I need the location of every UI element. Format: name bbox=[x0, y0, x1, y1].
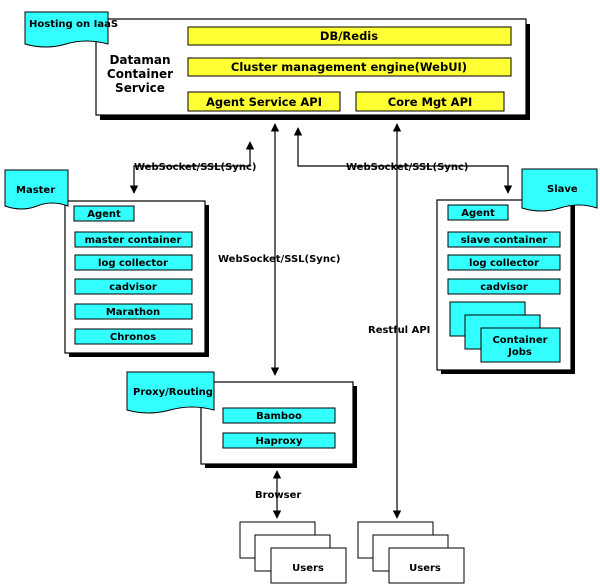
master-tag bbox=[4, 169, 69, 210]
master-item-box bbox=[74, 328, 193, 345]
master-agent-label: Agent bbox=[87, 209, 121, 220]
slave-item-label: log collector bbox=[469, 258, 539, 269]
browser-label: Browser bbox=[255, 490, 301, 501]
slave-group: Slave Agent slave container log collecto… bbox=[436, 168, 598, 374]
master-box bbox=[64, 200, 206, 354]
restful-label: Restful API bbox=[368, 325, 430, 336]
users-left-group: Users bbox=[239, 521, 347, 584]
users-left-stack-front bbox=[270, 547, 347, 584]
proxy-item-box bbox=[222, 432, 336, 449]
master-item-box bbox=[74, 254, 193, 271]
master-group: Master Agent master container log collec… bbox=[4, 169, 209, 357]
users-left-label: Users bbox=[292, 563, 324, 574]
users-right-label: Users bbox=[409, 563, 441, 574]
master-item-label: Chronos bbox=[110, 332, 156, 343]
master-item-label: log collector bbox=[98, 258, 168, 269]
proxy-group: Proxy/Routing Bamboo Haproxy bbox=[126, 371, 357, 468]
iaas-group: Hosting on IaaS Dataman Container Servic… bbox=[24, 11, 530, 120]
agent-api-label: Agent Service API bbox=[206, 95, 322, 109]
service-line-3: Service bbox=[115, 81, 165, 95]
proxy-tag bbox=[126, 371, 215, 414]
slave-item-box bbox=[447, 254, 561, 271]
jobs-label-line2: Jobs bbox=[507, 347, 532, 358]
proxy-item-label: Haproxy bbox=[255, 436, 303, 447]
agent-api-box bbox=[187, 91, 341, 112]
slave-tag bbox=[521, 168, 598, 212]
slave-link-edge bbox=[293, 127, 513, 194]
iaas-tag bbox=[24, 11, 109, 48]
jobs-stack-front bbox=[480, 327, 561, 363]
cluster-engine-label: Cluster management engine(WebUI) bbox=[231, 60, 467, 74]
master-item-label: master container bbox=[85, 235, 182, 246]
jobs-label-line1: Container bbox=[492, 335, 547, 346]
slave-agent-label: Agent bbox=[461, 208, 495, 219]
proxy-item-box bbox=[222, 407, 336, 424]
db-redis-box bbox=[187, 26, 512, 46]
service-line-1: Dataman bbox=[109, 53, 170, 67]
slave-tag-label: Slave bbox=[547, 184, 578, 195]
master-agent-box bbox=[73, 205, 135, 222]
slave-item-label: cadvisor bbox=[480, 282, 528, 293]
core-api-label: Core Mgt API bbox=[388, 95, 473, 109]
master-item-box bbox=[74, 303, 193, 320]
master-link-edge bbox=[129, 141, 255, 194]
edges: WebSocket/SSL(Sync) WebSocket/SSL(Sync) … bbox=[129, 123, 513, 519]
users-right-stack-front bbox=[388, 547, 465, 584]
master-link-label: WebSocket/SSL(Sync) bbox=[134, 162, 256, 173]
master-item-label: cadvisor bbox=[109, 282, 157, 293]
slave-item-label: slave container bbox=[461, 235, 548, 246]
master-item-box bbox=[74, 231, 193, 248]
slave-agent-box bbox=[447, 204, 509, 221]
master-item-box bbox=[74, 278, 193, 295]
core-api-box bbox=[355, 91, 505, 112]
cluster-engine-box bbox=[187, 57, 512, 77]
master-tag-label: Master bbox=[16, 185, 55, 196]
slave-item-box bbox=[447, 278, 561, 295]
users-right-group: Users bbox=[357, 521, 465, 584]
service-line-2: Container bbox=[107, 67, 173, 81]
proxy-item-label: Bamboo bbox=[256, 411, 302, 422]
slave-item-box bbox=[447, 231, 561, 248]
proxy-tag-label: Proxy/Routing bbox=[133, 387, 213, 398]
db-redis-label: DB/Redis bbox=[320, 29, 378, 43]
master-item-label: Marathon bbox=[106, 307, 160, 318]
iaas-tag-label: Hosting on IaaS bbox=[29, 19, 118, 30]
slave-link-label: WebSocket/SSL(Sync) bbox=[346, 162, 468, 173]
proxy-link-label: WebSocket/SSL(Sync) bbox=[218, 254, 340, 265]
